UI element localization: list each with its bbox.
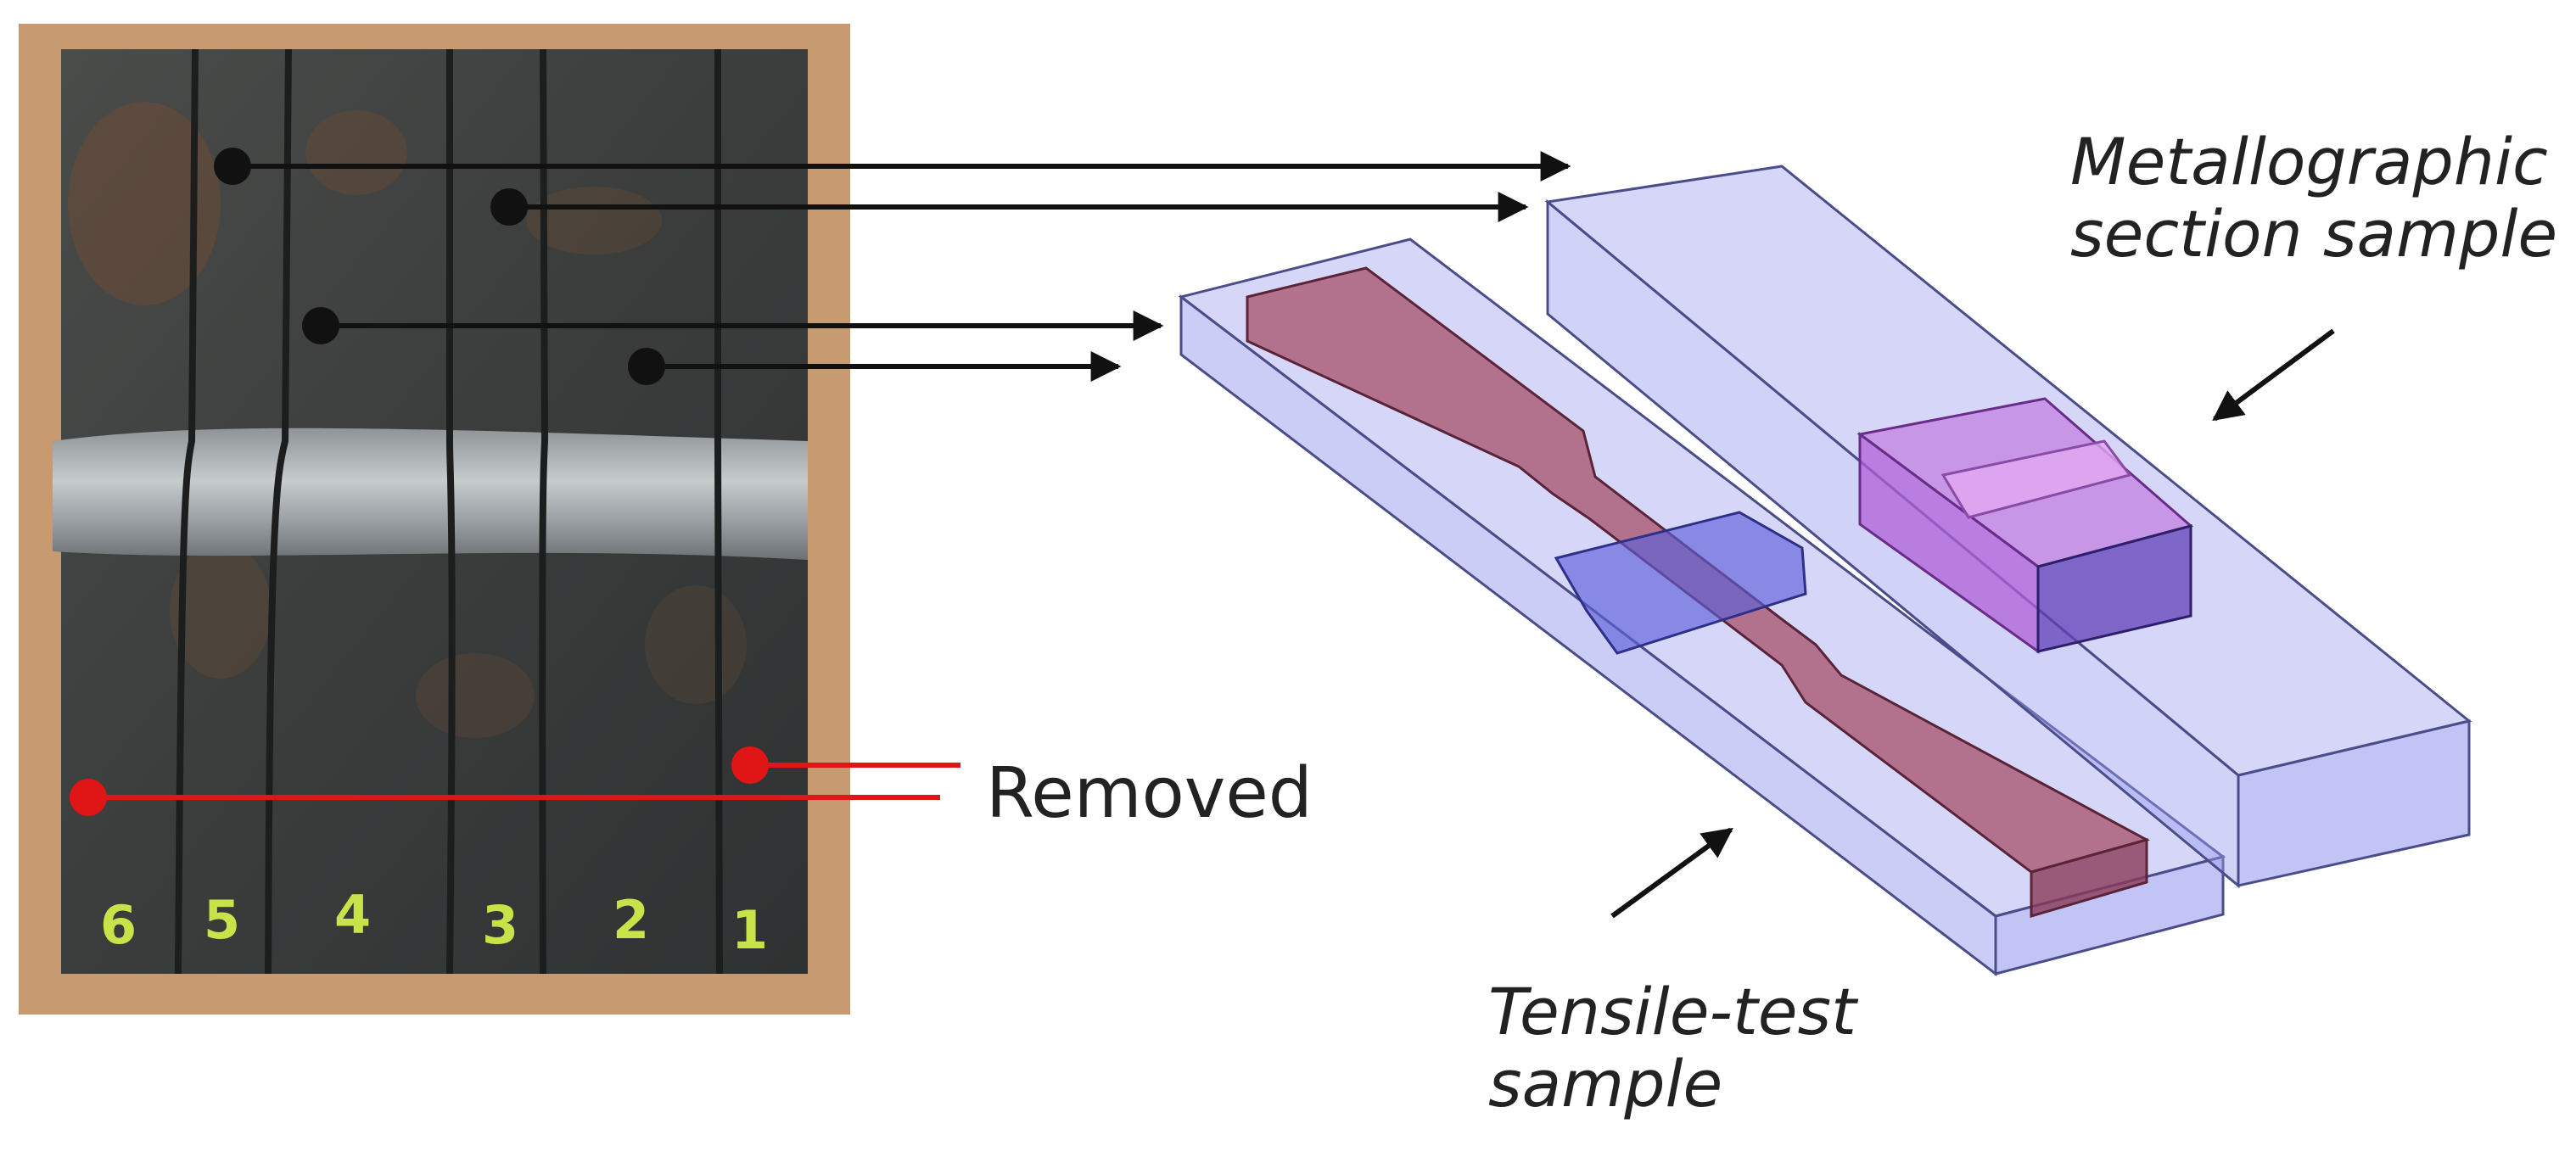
- weld-bead: [53, 428, 808, 560]
- metallographic-block: [1544, 165, 2472, 889]
- strip-number-1: 1: [731, 899, 768, 961]
- metallographic-label-line1: Metallographic: [2070, 124, 2548, 199]
- metal-weld-end: [2036, 524, 2192, 653]
- removed-label: Removed: [986, 753, 1313, 834]
- pointer-arrows: [232, 151, 1571, 382]
- tensile-block: [1178, 238, 2226, 977]
- label-arrows: [1610, 328, 2335, 919]
- removed-markers: [70, 746, 960, 816]
- pointer-dots: [214, 148, 665, 385]
- tensile-label-line2: sample: [1488, 1046, 1723, 1122]
- strip-number-5: 5: [204, 889, 240, 951]
- tensile-label-line1: Tensile-test: [1488, 974, 1856, 1049]
- metallographic-label-line2: section sample: [2070, 196, 2558, 272]
- strip-number-6: 6: [100, 894, 137, 956]
- metal-block-end: [2237, 719, 2471, 887]
- tensile-weld-wedge: [1554, 511, 1807, 655]
- strip-number-4: 4: [334, 884, 371, 946]
- metal-label-arrow: [2212, 328, 2335, 422]
- tensile-specimen-end: [2030, 838, 2148, 919]
- tensile-label-arrow: [1610, 827, 1733, 919]
- strip-numbers: 6 5 4 3 2 1: [100, 884, 768, 961]
- strip-number-3: 3: [482, 894, 518, 956]
- tensile-label: Tensile-test sample: [1488, 976, 1856, 1120]
- metal-weld-cap: [1940, 439, 2132, 519]
- plate-photo: 6 5 4 3 2 1: [19, 24, 850, 1015]
- metallographic-label: Metallographic section sample: [2070, 126, 2557, 270]
- strip-number-2: 2: [613, 889, 649, 951]
